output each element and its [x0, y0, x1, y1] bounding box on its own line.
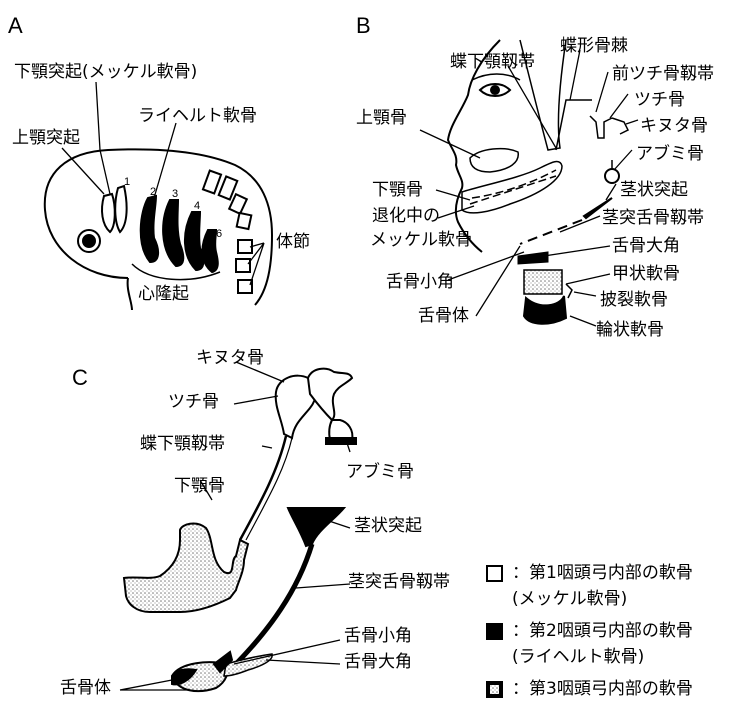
- label-b-regressing-meckel-2: メッケル軟骨: [370, 230, 472, 250]
- thyroid-cartilage-shape: [524, 270, 562, 294]
- legend-text-third-arch: ：第3咽頭弓内部の軟骨: [512, 678, 693, 700]
- embryo-eye-inner: [83, 235, 95, 247]
- label-c-greater-horn: 舌骨大角: [344, 652, 412, 672]
- face-eye-pupil: [491, 86, 499, 94]
- legend-swatch-dotted: [486, 681, 503, 698]
- arch-number-2: 2: [150, 186, 156, 198]
- somite-block: [236, 259, 250, 272]
- label-c-styloid-process: 茎状突起: [354, 516, 422, 536]
- label-reichert-cartilage: ライヘルト軟骨: [138, 106, 257, 126]
- label-c-hyoid-body: 舌骨体: [60, 678, 111, 698]
- legend-text-first-arch: ：第1咽頭弓内部の軟骨: [512, 562, 693, 584]
- somite-block: [203, 171, 221, 194]
- label-b-sphenoid-spine: 蝶形骨棘: [560, 36, 628, 56]
- label-b-stylohyoid-ligament: 茎突舌骨靱帯: [602, 208, 704, 228]
- stylohyoid-ligament-line: [520, 220, 582, 244]
- maxilla-shape: [470, 149, 518, 172]
- maxillary-process-shape: [102, 194, 115, 232]
- label-c-stylohyoid-ligament: 茎突舌骨靱帯: [348, 572, 450, 592]
- label-c-incus: キヌタ骨: [196, 348, 264, 368]
- arch-number-3: 3: [172, 188, 178, 200]
- sphenomandibular-ligament-line: [556, 100, 592, 150]
- mandible-c-shape: [124, 524, 248, 612]
- panel-label-b: B: [356, 14, 371, 38]
- arch-number-6: 6: [216, 228, 222, 240]
- label-b-mandible: 下顎骨: [372, 180, 423, 200]
- arch-3-shape: [163, 200, 183, 266]
- cardiac-bulge-outline: [128, 278, 132, 310]
- arch-1-shape: [115, 186, 126, 232]
- label-b-greater-horn: 舌骨大角: [612, 236, 680, 256]
- label-maxillary-process: 上顎突起: [12, 128, 80, 148]
- label-c-stapes: アブミ骨: [346, 462, 414, 482]
- stapes-footplate: [326, 438, 356, 444]
- label-b-sphenomandibular-ligament: 蝶下顎靱帯: [450, 52, 535, 72]
- stapes-shape: [605, 169, 619, 183]
- label-b-thyroid-cartilage: 甲状軟骨: [612, 264, 680, 284]
- label-c-mandible: 下顎骨: [174, 476, 225, 496]
- legend-text-meckel: (メッケル軟骨): [512, 588, 627, 610]
- arytenoid-shape: [566, 284, 572, 298]
- malleus-shape: [590, 116, 612, 138]
- arch-number-4: 4: [194, 200, 200, 212]
- panel-label-a: A: [8, 14, 23, 38]
- label-b-anterior-malleolar-ligament: 前ツチ骨靱帯: [612, 64, 714, 84]
- label-cardiac-bulge: 心隆起: [138, 284, 189, 304]
- label-c-malleus: ツチ骨: [168, 392, 219, 412]
- cricoid-cartilage-shape: [524, 296, 566, 324]
- hyoid-greater-horn-b: [518, 252, 548, 264]
- label-b-malleus: ツチ骨: [634, 90, 685, 110]
- label-b-stapes: アブミ骨: [636, 144, 704, 164]
- incus-c-shape: [308, 369, 352, 420]
- panel-c-skeleton: [120, 362, 356, 691]
- somite-block: [237, 213, 252, 229]
- label-b-lesser-horn: 舌骨小角: [386, 272, 454, 292]
- sphenomandibular-ligament-c: [240, 436, 286, 540]
- arch-4-shape: [185, 212, 203, 270]
- label-b-styloid-process: 茎状突起: [620, 180, 688, 200]
- label-b-maxilla: 上顎骨: [356, 108, 407, 128]
- label-somites: 体節: [276, 232, 310, 252]
- label-b-regressing-meckel-1: 退化中の: [372, 206, 440, 226]
- legend-text-reichert: (ライヘルト軟骨): [512, 646, 644, 668]
- somite-block: [238, 280, 252, 293]
- legend-swatch-black: [486, 623, 503, 640]
- incus-shape: [612, 118, 628, 134]
- legend-text-second-arch: ：第2咽頭弓内部の軟骨: [512, 620, 693, 642]
- label-b-hyoid-body: 舌骨体: [418, 306, 469, 326]
- sphenomandibular-ligament-c-inner: [246, 438, 292, 540]
- label-b-cricoid-cartilage: 輪状軟骨: [596, 320, 664, 340]
- label-c-sphenomandibular-ligament: 蝶下顎靱帯: [140, 434, 225, 454]
- arch-2-shape: [141, 196, 158, 262]
- styloid-c-shape: [288, 508, 344, 546]
- label-b-arytenoid-cartilage: 披裂軟骨: [600, 290, 668, 310]
- label-b-incus: キヌタ骨: [640, 116, 708, 136]
- panel-label-c: C: [72, 366, 88, 390]
- label-mandibular-process: 下顎突起(メッケル軟骨): [14, 62, 197, 82]
- label-c-lesser-horn: 舌骨小角: [344, 626, 412, 646]
- legend-dotted-icon: [488, 683, 501, 696]
- legend-swatch-white: [486, 565, 503, 582]
- arch-number-1: 1: [124, 176, 130, 188]
